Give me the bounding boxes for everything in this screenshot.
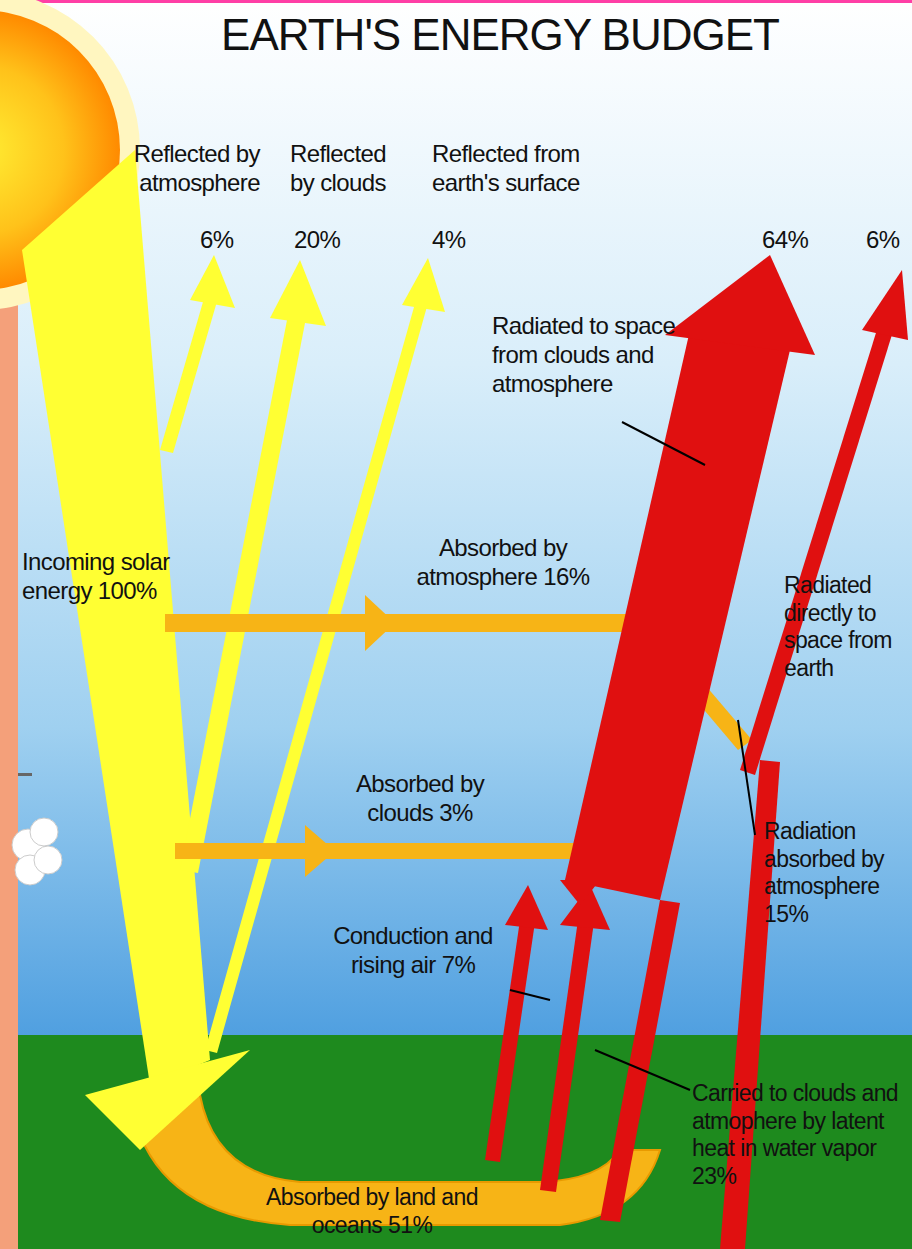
budget-label: Incoming solar energy 100% (22, 548, 172, 606)
art-shape (740, 320, 895, 775)
art-shape (18, 773, 32, 776)
art-shape (622, 422, 705, 465)
art-shape (560, 880, 600, 905)
art-shape (505, 885, 548, 930)
art-shape (160, 295, 218, 453)
art-shape (485, 920, 535, 1162)
art-shape (305, 825, 335, 877)
art-shape (665, 255, 815, 355)
art-shape (190, 255, 235, 308)
budget-label: Absorbed by atmosphere 16% (398, 534, 608, 592)
art-shape (175, 843, 575, 859)
budget-label: 64% (762, 226, 822, 255)
art-shape (165, 614, 645, 632)
art-shape (30, 818, 58, 846)
budget-label: 4% (432, 226, 482, 255)
art-shape (0, 1035, 912, 1249)
budget-label: Reflected by clouds (290, 140, 415, 198)
budget-label: Radiation absorbed by atmosphere 15% (764, 818, 906, 928)
art-shape (738, 720, 755, 835)
art-shape (510, 990, 550, 1000)
budget-label: Absorbed by land and oceans 51% (262, 1184, 482, 1239)
art-shape (12, 818, 62, 885)
budget-label: Reflected by atmosphere (100, 140, 260, 198)
budget-label: Conduction and rising air 7% (318, 922, 508, 980)
budget-label: Radiated directly to space from earth (784, 572, 908, 682)
budget-label: Reflected from earth's surface (432, 140, 627, 198)
budget-label: Radiated to space from clouds and atmosp… (492, 312, 707, 398)
art-shape (402, 258, 445, 312)
art-shape (862, 270, 908, 340)
budget-label: 6% (866, 226, 906, 255)
art-shape (600, 900, 680, 1222)
budget-label: Carried to clouds and atmophere by laten… (692, 1080, 906, 1190)
budget-label: 6% (200, 226, 250, 255)
art-shape (270, 260, 326, 326)
diagram-title: EARTH'S ENERGY BUDGET (150, 10, 850, 60)
art-shape (0, 0, 912, 3)
art-shape (365, 595, 395, 651)
art-shape (595, 1050, 690, 1090)
art-shape (540, 920, 594, 1192)
art-shape (85, 1050, 250, 1150)
budget-label: 20% (294, 226, 354, 255)
budget-label: Absorbed by clouds 3% (340, 770, 500, 828)
art-shape (34, 846, 62, 874)
